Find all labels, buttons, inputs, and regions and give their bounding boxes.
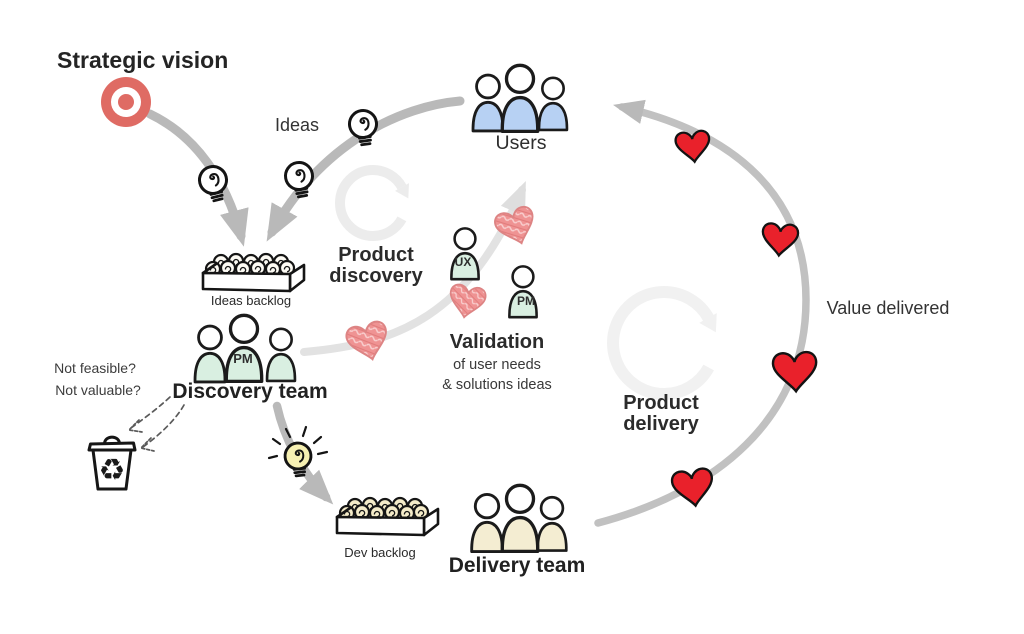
pm-badge: PM	[233, 351, 253, 366]
validation-line2: of user needs	[453, 357, 541, 373]
ux-person-icon	[450, 227, 480, 281]
dev-backlog-tray-icon	[337, 498, 438, 535]
product-discovery-label-line1: Product	[338, 244, 414, 266]
value-heart-icon	[771, 350, 819, 394]
discovery-loop-icon	[335, 165, 416, 241]
target-icon	[101, 77, 151, 127]
discovery-team-label: Discovery team	[172, 380, 327, 403]
glowing-lightbulb-icon	[267, 425, 329, 479]
ideas-label: Ideas	[275, 115, 319, 135]
value-delivered-label: Value delivered	[827, 298, 950, 318]
product-discovery-label-line2: discovery	[329, 265, 423, 287]
dev-backlog-label: Dev backlog	[344, 545, 416, 560]
ideas-backlog-tray-icon	[203, 254, 304, 291]
validation-heart-icon	[343, 318, 393, 366]
validation-line3: & solutions ideas	[442, 377, 552, 393]
value-heart-icon	[760, 221, 800, 258]
lightbulb-icon	[281, 158, 318, 200]
delivery-loop-icon	[607, 286, 725, 400]
ux-badge: UX	[455, 255, 472, 269]
discard-dashed-arrows	[127, 396, 185, 452]
validation-heart-icon	[445, 282, 488, 322]
vision-to-ideas-backlog-arrow	[145, 109, 249, 247]
trash-icon: ♻	[87, 435, 137, 491]
value-heart-icon	[673, 128, 713, 165]
delivery-team-label: Delivery team	[449, 554, 586, 577]
product-delivery-label-line1: Product	[623, 392, 699, 414]
not-valuable-label: Not valuable?	[55, 382, 141, 398]
strategic-vision-label: Strategic vision	[57, 47, 228, 73]
validation-arc-arrow	[300, 180, 526, 356]
validation-title: Validation	[450, 331, 544, 353]
delivery-team-icon	[470, 483, 568, 554]
pm-person-icon	[508, 265, 538, 319]
value-heart-icon	[669, 466, 717, 510]
product-delivery-label-line2: delivery	[623, 413, 699, 435]
ideas-backlog-label: Ideas backlog	[211, 293, 291, 308]
users-icon	[471, 63, 569, 134]
pm-badge-validation: PM	[517, 294, 535, 308]
users-label: Users	[496, 132, 547, 154]
discovery-team-icon	[193, 313, 297, 384]
not-feasible-label: Not feasible?	[54, 360, 136, 376]
recycle-icon: ♻	[99, 454, 126, 487]
